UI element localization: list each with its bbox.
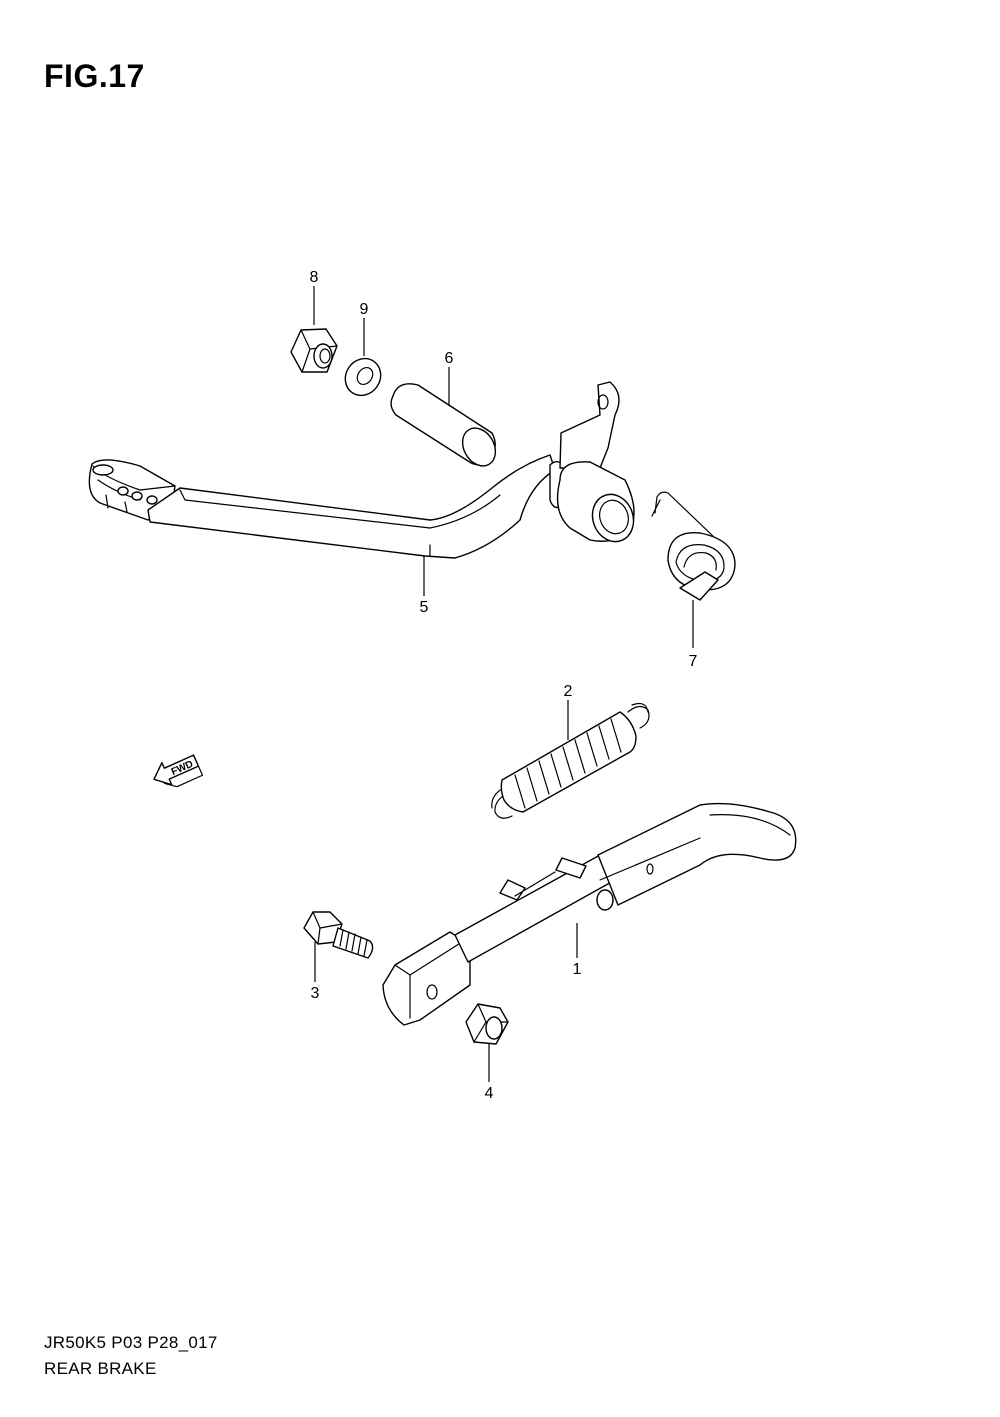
callout-9: 9 [360,301,369,318]
part-3-bolt [303,911,374,959]
callout-1: 1 [573,961,582,978]
part-9-washer [344,357,382,397]
part-4-nut [465,1003,509,1045]
callout-8: 8 [310,269,319,286]
fwd-label: FWD [170,759,195,778]
part-1-brake-rod [382,802,797,1026]
forward-arrow-icon: FWD [153,754,204,788]
callout-2: 2 [564,683,573,700]
part-6-sleeve [390,383,497,467]
callout-7: 7 [689,653,698,670]
model-code: JR50K5 P03 P28_017 [44,1333,218,1352]
part-5-brake-pedal [88,381,635,559]
part-7-spring [651,491,736,601]
part-2-spring [491,702,650,819]
section-name: REAR BRAKE [44,1359,157,1378]
part-8-nut [290,328,338,373]
callout-4: 4 [485,1085,494,1102]
callout-5: 5 [420,599,429,616]
figure-title: FIG.17 [44,58,145,94]
callout-6: 6 [445,350,454,367]
callout-3: 3 [311,985,320,1002]
